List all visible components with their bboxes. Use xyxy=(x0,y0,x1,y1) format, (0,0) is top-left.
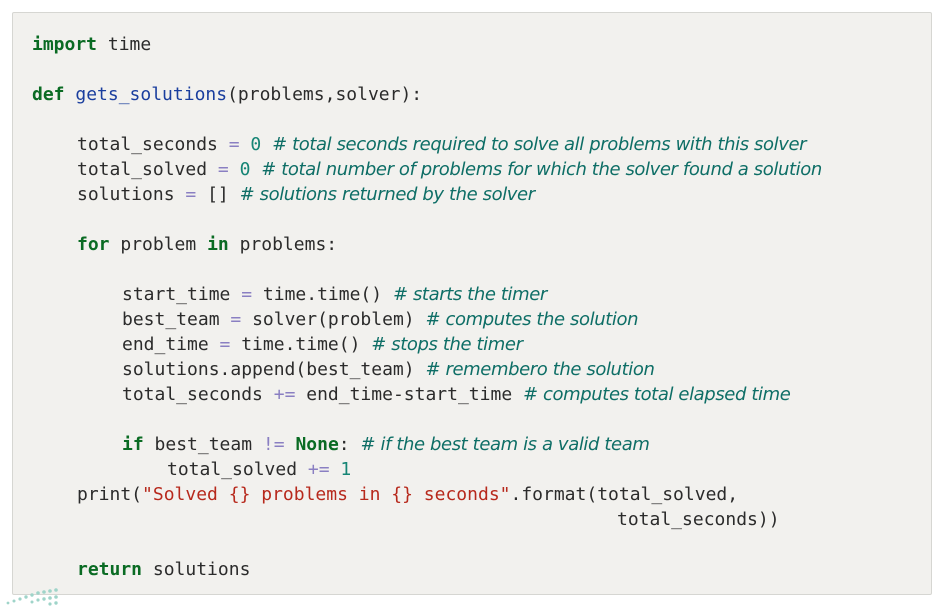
code-text: time xyxy=(97,34,152,55)
code-text: best_team xyxy=(143,434,263,455)
code-line-increment-solved: total_solved += 1 xyxy=(167,457,351,482)
code-line-end-time: end_time = time.time() # stops the timer xyxy=(122,332,523,357)
code-text: problem xyxy=(109,234,208,255)
comment: # computes the solution xyxy=(425,309,639,330)
variable: total_solved xyxy=(77,159,208,180)
operator: = xyxy=(174,184,208,205)
variable: total_solved xyxy=(167,459,298,480)
variable: solutions xyxy=(77,184,175,205)
keyword-if: if xyxy=(122,434,144,455)
code-text: total_seconds)) xyxy=(617,509,780,530)
code-text: solutions xyxy=(142,559,251,580)
code-line-best-team: best_team = solver(problem) # computes t… xyxy=(122,307,639,332)
keyword-for: for xyxy=(77,234,110,255)
code-line-return: return solutions xyxy=(77,557,250,582)
code-line-start-time: start_time = time.time() # starts the ti… xyxy=(122,282,547,307)
code-text: end_time-start_time xyxy=(306,384,513,405)
operator: = xyxy=(217,134,251,155)
code-line-total-solved-init: total_solved = 0 # total number of probl… xyxy=(77,157,822,182)
code-text: time.time() xyxy=(262,284,383,305)
code-line-append: solutions.append(best_team) # remembero … xyxy=(122,357,655,382)
operator: = xyxy=(207,159,240,180)
code-text: solutions.append(best_team) xyxy=(122,359,415,380)
keyword-import: import xyxy=(32,34,98,55)
number-literal: 1 xyxy=(340,459,352,480)
keyword-def: def xyxy=(32,84,65,105)
operator: != xyxy=(262,434,285,455)
code-line-total-seconds-init: total_seconds = 0 # total seconds requir… xyxy=(77,132,807,157)
operator: = xyxy=(230,284,263,305)
code-line-print: print("Solved {} problems in {} seconds"… xyxy=(77,482,738,507)
comment: # remembero the solution xyxy=(425,359,655,380)
number-literal: 0 xyxy=(239,159,251,180)
code-line-if: if best_team != None: # if the best team… xyxy=(122,432,650,457)
comment: # if the best team is a valid team xyxy=(360,434,650,455)
variable: start_time xyxy=(122,284,231,305)
comment: # starts the timer xyxy=(392,284,547,305)
comment: # computes total elapsed time xyxy=(523,384,791,405)
code-text: .format(total_solved, xyxy=(510,484,739,505)
comment: # total number of problems for which the… xyxy=(261,159,822,180)
code-text: (problems,solver): xyxy=(227,84,423,105)
operator: = xyxy=(219,309,253,330)
operator: += xyxy=(297,459,341,480)
code-text: : xyxy=(338,434,350,455)
code-line-def: def gets_solutions(problems,solver): xyxy=(32,82,422,107)
comment: # total seconds required to solve all pr… xyxy=(272,134,807,155)
function-name: gets_solutions xyxy=(75,84,228,105)
keyword-return: return xyxy=(77,559,143,580)
code-line-for: for problem in problems: xyxy=(77,232,337,257)
code-text: [] xyxy=(207,184,229,205)
code-line-solutions-init: solutions = [] # solutions returned by t… xyxy=(77,182,535,207)
code-text: problems: xyxy=(228,234,338,255)
code-text: time.time() xyxy=(241,334,361,355)
keyword-in: in xyxy=(207,234,229,255)
variable: total_seconds xyxy=(77,134,218,155)
code-panel: import time def gets_solutions(problems,… xyxy=(12,12,932,595)
code-line-print-continuation: total_seconds)) xyxy=(617,507,780,532)
variable: best_team xyxy=(122,309,220,330)
code-text: solver(problem) xyxy=(252,309,415,330)
code-line-import: import time xyxy=(32,32,151,57)
operator: = xyxy=(208,334,242,355)
operator: += xyxy=(262,384,307,405)
keyword-none: None xyxy=(295,434,339,455)
variable: end_time xyxy=(122,334,209,355)
variable: total_seconds xyxy=(122,384,263,405)
comment: # stops the timer xyxy=(371,334,523,355)
string-literal: "Solved {} problems in {} seconds" xyxy=(142,484,511,505)
decorative-dots-icon xyxy=(6,588,58,606)
code-text: print( xyxy=(77,484,143,505)
comment: # solutions returned by the solver xyxy=(239,184,536,205)
code-line-accumulate-seconds: total_seconds += end_time-start_time # c… xyxy=(122,382,791,407)
number-literal: 0 xyxy=(250,134,262,155)
